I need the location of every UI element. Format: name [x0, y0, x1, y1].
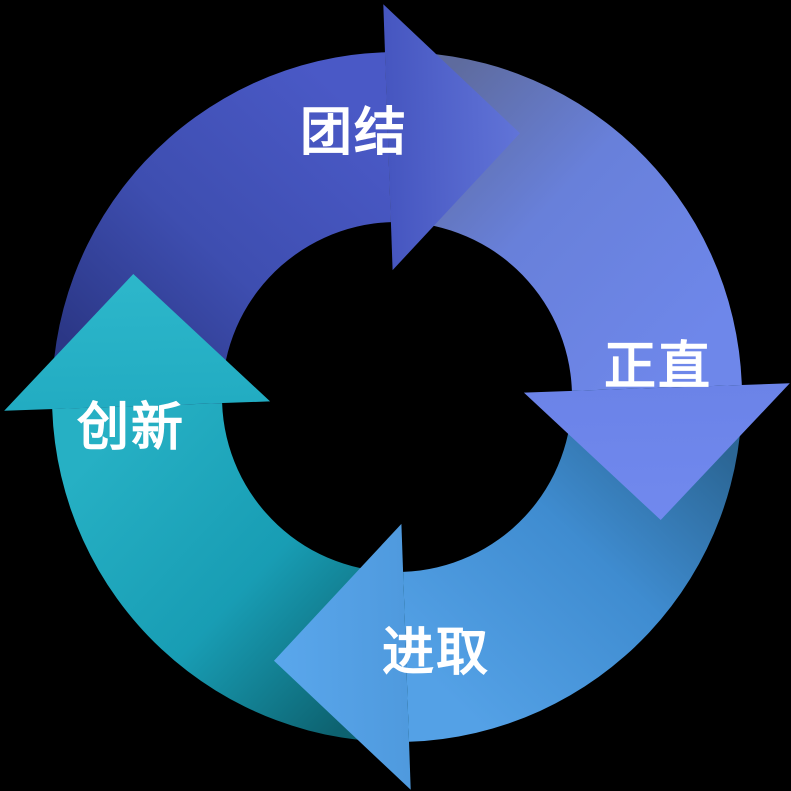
cycle-label-right: 正直 — [604, 337, 712, 397]
cycle-arrowhead-top — [383, 4, 520, 271]
cycle-arrowhead-right — [523, 383, 790, 520]
cycle-label-top: 团结 — [300, 103, 408, 163]
cycle-label-bottom: 进取 — [382, 623, 490, 683]
cycle-arrowheads — [4, 4, 790, 790]
cycle-arrowhead-bottom — [274, 523, 411, 790]
cycle-labels: 团结 正直 进取 创新 — [76, 103, 712, 683]
cycle-label-left: 创新 — [76, 398, 185, 458]
cycle-arrowhead-left — [4, 274, 271, 411]
